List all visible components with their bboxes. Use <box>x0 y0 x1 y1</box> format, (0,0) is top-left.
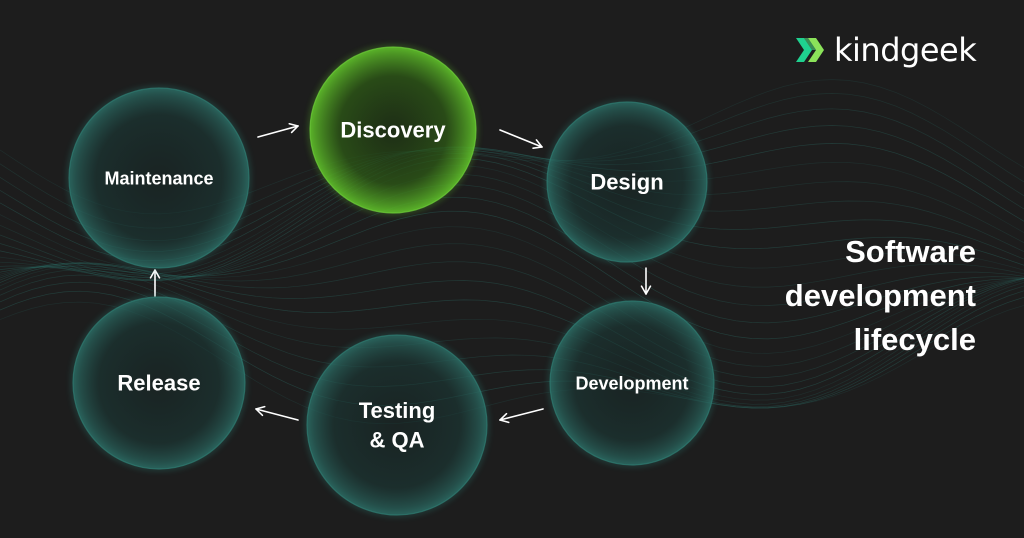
stage-circle <box>309 46 477 214</box>
stage-node-maintenance: Maintenance <box>67 86 251 270</box>
cycle-arrows <box>149 122 652 424</box>
cycle-arrow <box>499 129 543 149</box>
wave-line <box>0 165 1024 281</box>
stage-circle <box>549 300 715 466</box>
stage-node-discovery: Discovery <box>308 45 478 215</box>
headline-line-2: development <box>784 278 976 313</box>
wave-line <box>0 261 1024 378</box>
stage-label: Discovery <box>340 118 446 143</box>
wave-line <box>0 158 1024 281</box>
headline: Software development lifecycle <box>716 230 976 362</box>
stage-node-release: Release <box>71 295 247 471</box>
cycle-arrow <box>499 408 544 424</box>
wave-line <box>0 152 1024 281</box>
wave-line <box>0 149 1024 278</box>
wave-line <box>0 147 1024 274</box>
wave-line <box>0 184 1024 306</box>
cycle-arrow <box>257 122 299 138</box>
wave-line <box>0 243 1024 367</box>
wave-line <box>0 269 1024 405</box>
stage-label: Design <box>590 170 663 195</box>
stage-node-design: Design <box>545 100 709 264</box>
brand-logo[interactable]: kindgeek <box>794 30 977 70</box>
brand-name: kindgeek <box>834 31 977 69</box>
wave-line <box>0 173 1024 288</box>
stage-label: Release <box>117 371 200 396</box>
stage-node-development: Development <box>548 299 716 467</box>
cycle-arrow <box>255 405 299 421</box>
stage-circle <box>546 101 708 263</box>
stage-circle <box>72 296 246 470</box>
stage-label: Testing <box>359 398 436 423</box>
wave-line <box>0 196 1024 324</box>
wave-line <box>0 210 1024 340</box>
stage-node-testing: Testing & QA <box>305 333 489 517</box>
stage-label: Development <box>575 373 688 393</box>
headline-line-3: lifecycle <box>853 322 976 357</box>
stage-label: & QA <box>370 428 425 453</box>
wave-line <box>0 226 1024 354</box>
wave-line <box>0 262 1024 388</box>
stage-label: Maintenance <box>104 168 213 188</box>
headline-line-1: Software <box>845 234 976 269</box>
stage-circle <box>306 334 488 516</box>
double-chevron-icon <box>796 38 824 62</box>
wave-line <box>0 265 1024 401</box>
wave-line <box>0 263 1024 395</box>
stage-circle <box>68 87 250 269</box>
